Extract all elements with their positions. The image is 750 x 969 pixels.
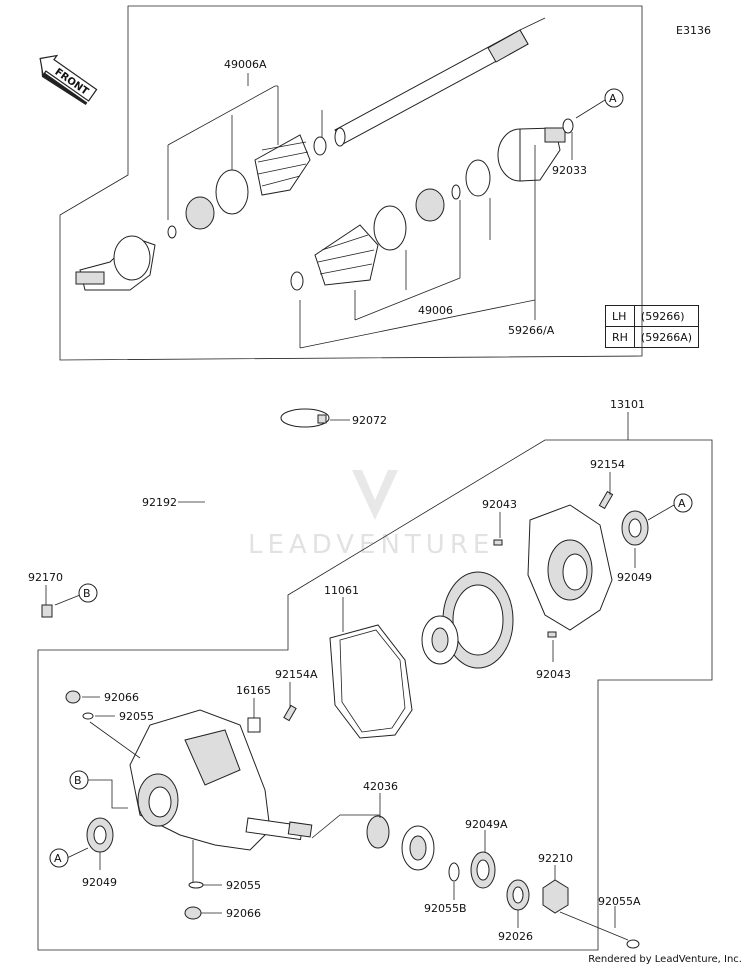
leader-92055-lower [192, 840, 222, 886]
ref-mark-a-mid [673, 493, 693, 513]
dowel-pin-upper [493, 539, 503, 546]
watermark: LEADVENTURE [248, 470, 494, 560]
o-ring-92055B [448, 862, 460, 882]
label-42036: 42036 [363, 780, 398, 793]
leader-A-upper [575, 99, 606, 119]
o-ring-92055A [626, 939, 640, 949]
circlip-3 [562, 118, 574, 134]
legend-side: RH [605, 326, 635, 348]
legend-row: RH (59266A) [605, 326, 700, 348]
render-credit: Rendered by LeadVenture, Inc. [588, 954, 742, 965]
ref-mark-a-upper [604, 88, 624, 108]
label-92154A: 92154A [275, 668, 318, 681]
label-59266A: 59266/A [508, 324, 555, 337]
driveshaft-group-box [59, 5, 643, 361]
ref-mark-b-hose [78, 583, 98, 603]
label-92066-upper: 92066 [104, 691, 139, 704]
legend-part: (59266) [633, 305, 700, 327]
outer-cv-joint-lower [75, 235, 156, 291]
label-92154: 92154 [590, 458, 625, 471]
label-11061: 11061 [324, 584, 359, 597]
ref-a-mid-text: A [678, 497, 686, 510]
label-92210: 92210 [538, 852, 573, 865]
ref-mark-a-case [49, 848, 69, 868]
leader-42036 [311, 793, 381, 839]
label-92026: 92026 [498, 930, 533, 943]
dowel-pin-lower [547, 631, 557, 638]
leader-49006 [354, 198, 491, 321]
gasket-11061 [329, 624, 413, 739]
axle-shaft [334, 17, 546, 147]
boot-lower [314, 224, 379, 286]
leader-92055-upper [89, 715, 141, 759]
label-92049-lower: 92049 [82, 876, 117, 889]
legend-row: LH (59266) [605, 305, 700, 327]
o-ring-92055-upper [82, 712, 94, 720]
label-92055-lower: 92055 [226, 879, 261, 892]
ref-b-case-text: B [74, 774, 82, 787]
label-92049A: 92049A [465, 818, 508, 831]
ref-b-hose-text: B [83, 587, 91, 600]
final-gear-case-group-box [37, 439, 713, 951]
ref-a-upper-text: A [609, 92, 617, 105]
nut-92066-upper [65, 690, 81, 704]
hose-clamp-92072 [280, 408, 330, 428]
watermark-text: LEADVENTURE [248, 530, 494, 560]
label-92055B: 92055B [424, 902, 467, 915]
label-92043-lower: 92043 [536, 668, 571, 681]
ref-mark-b-case [69, 770, 89, 790]
breather-hose [26, 372, 263, 642]
circlip-2 [451, 184, 461, 200]
label-92033: 92033 [552, 164, 587, 177]
clip-92170 [41, 604, 53, 618]
retainer-ring [465, 159, 491, 197]
label-49006A: 49006A [224, 58, 267, 71]
collar-42036 [366, 815, 390, 849]
bolt-92154 [598, 490, 614, 510]
nut-92066-lower [184, 906, 202, 920]
boot-band-3 [313, 136, 327, 156]
boot-band-4 [290, 271, 304, 291]
label-92192: 92192 [142, 496, 177, 509]
o-ring-92055-lower [188, 881, 204, 889]
front-arrow-icon: FRONT [39, 54, 98, 106]
label-49006: 49006 [418, 304, 453, 317]
inner-cv-joint [497, 127, 566, 182]
lh-rh-legend: LH (59266) RH (59266A) [605, 305, 700, 348]
bearing-cage-2 [415, 188, 445, 222]
leader-A-mid [647, 504, 675, 521]
nut-92210 [542, 879, 569, 914]
boot-band-2 [373, 205, 407, 251]
ref-a-case-text: A [54, 852, 62, 865]
leader-A-case [66, 847, 89, 859]
legend-side: LH [605, 305, 635, 327]
legend-part: (59266A) [633, 326, 700, 348]
label-92170: 92170 [28, 571, 63, 584]
label-92043-upper: 92043 [482, 498, 517, 511]
label-92049-upper: 92049 [617, 571, 652, 584]
boot-upper [254, 134, 311, 196]
label-92066-lower: 92066 [226, 907, 261, 920]
label-92055-upper: 92055 [119, 710, 154, 723]
label-13101: 13101 [610, 398, 645, 411]
leader-B-hose [54, 594, 81, 606]
label-92055A: 92055A [598, 895, 641, 908]
circlip-1 [167, 225, 177, 239]
leader-59266A [299, 145, 536, 349]
plate-16165 [247, 717, 261, 733]
leader-92055A [559, 911, 629, 941]
label-92072: 92072 [352, 414, 387, 427]
boot-band-1 [215, 169, 249, 215]
leader-B-case [88, 779, 128, 809]
bolt-92154A [283, 704, 297, 722]
diagram-code: E3136 [676, 24, 711, 37]
bearing-cage-1 [185, 196, 215, 230]
gear-case-cover [527, 504, 613, 631]
label-16165: 16165 [236, 684, 271, 697]
ring-gear-assembly [421, 571, 514, 669]
leader-49006A [167, 73, 323, 220]
gear-case-housing [129, 709, 313, 851]
